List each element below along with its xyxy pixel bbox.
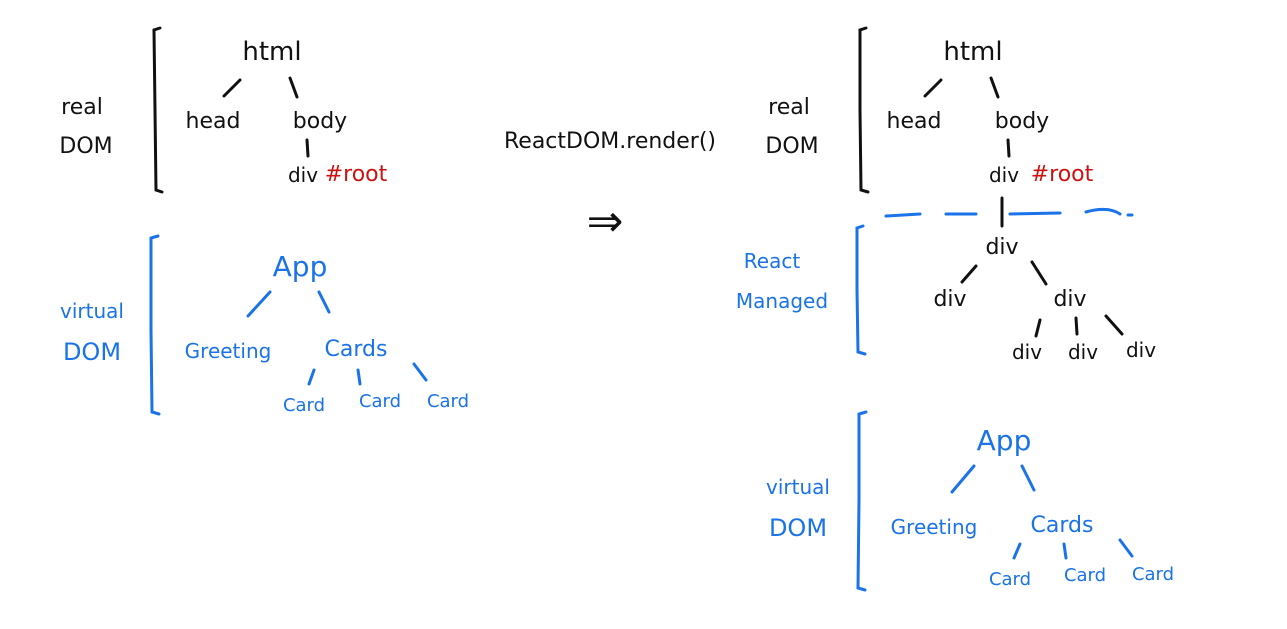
react-managed-label-line2: Managed xyxy=(736,289,828,313)
right-real-edge-html-head xyxy=(923,78,943,98)
right-virtual-cards-node: Cards xyxy=(1031,513,1094,538)
managed-edge-right-c1 xyxy=(1034,318,1042,338)
react-managed-label-line1: React xyxy=(744,249,801,273)
right-virtual-edge-cards-card2 xyxy=(1062,542,1068,560)
left-virtual-edge-cards-card2 xyxy=(356,368,362,386)
right-virtual-card3-node: Card xyxy=(1132,564,1174,585)
left-virtual-card2-node: Card xyxy=(359,391,401,412)
right-real-body-node: body xyxy=(995,109,1049,134)
react-managed-bracket xyxy=(855,224,867,356)
right-virtual-dom-bracket xyxy=(856,410,868,592)
left-real-dom-label-line2: DOM xyxy=(59,134,112,159)
left-virtual-edge-cards-card1 xyxy=(307,368,316,386)
left-virtual-edge-cards-card3 xyxy=(412,362,428,382)
left-virtual-edge-app-cards xyxy=(317,290,331,314)
left-real-edge-body-div xyxy=(305,138,310,158)
left-real-div-node: div xyxy=(288,163,318,187)
left-virtual-app-node: App xyxy=(273,250,328,283)
right-real-head-node: head xyxy=(887,109,942,134)
left-real-root-id: #root xyxy=(325,162,388,187)
right-real-dom: real DOM html head body div #root xyxy=(765,26,1094,194)
left-real-body-node: body xyxy=(293,109,347,134)
left-virtual-card3-node: Card xyxy=(427,391,469,412)
managed-left-div-node: div xyxy=(933,287,966,312)
right-virtual-edge-app-greeting xyxy=(950,464,976,494)
right-real-edge-body-div xyxy=(1006,138,1011,158)
right-virtual-dom: virtual DOM App Greeting Cards Card Card… xyxy=(766,410,1174,592)
left-real-dom-bracket xyxy=(152,26,164,194)
left-virtual-dom: virtual DOM App Greeting Cards Card Card… xyxy=(60,234,469,416)
managed-child-div-1-node: div xyxy=(1012,340,1042,364)
left-real-edge-html-body xyxy=(288,76,299,99)
managed-edge-top-right xyxy=(1030,260,1048,286)
managed-edge-top-left xyxy=(960,264,978,284)
right-real-edge-html-body xyxy=(989,76,1000,99)
left-virtual-dom-label-line2: DOM xyxy=(63,338,121,366)
right-virtual-dom-label-line1: virtual xyxy=(766,475,830,499)
transition-arrow-icon: ⇒ xyxy=(587,196,624,247)
left-virtual-greeting-node: Greeting xyxy=(185,339,272,363)
right-real-dom-label-line1: real xyxy=(768,95,810,120)
managed-top-div-node: div xyxy=(985,235,1018,260)
right-virtual-edge-cards-card1 xyxy=(1012,542,1022,560)
right-real-div-node: div xyxy=(989,163,1019,187)
right-real-html-node: html xyxy=(943,37,1002,67)
managed-edge-right-c3 xyxy=(1104,314,1124,336)
right-virtual-card1-node: Card xyxy=(989,569,1031,590)
managed-right-div-node: div xyxy=(1053,287,1086,312)
left-virtual-dom-bracket xyxy=(149,234,161,416)
left-real-edge-html-head xyxy=(222,78,242,98)
left-real-head-node: head xyxy=(186,109,241,134)
root-boundary-dashed-line xyxy=(884,207,1134,218)
right-real-dom-label-line2: DOM xyxy=(765,134,818,159)
render-call-label: ReactDOM.render() xyxy=(504,129,716,154)
right-virtual-card2-node: Card xyxy=(1064,565,1106,586)
middle-transition: ReactDOM.render() ⇒ xyxy=(504,129,716,247)
right-virtual-dom-label-line2: DOM xyxy=(769,514,827,542)
right-virtual-edge-app-cards xyxy=(1020,464,1036,492)
left-real-dom: real DOM html head body div #root xyxy=(59,26,388,194)
left-real-html-node: html xyxy=(242,37,301,67)
right-virtual-greeting-node: Greeting xyxy=(891,515,978,539)
right-real-root-id: #root xyxy=(1031,162,1094,187)
left-virtual-cards-node: Cards xyxy=(325,337,388,362)
right-virtual-edge-cards-card3 xyxy=(1118,538,1134,558)
left-virtual-dom-label-line1: virtual xyxy=(60,299,124,323)
managed-child-div-3-node: div xyxy=(1126,338,1156,362)
right-virtual-app-node: App xyxy=(977,424,1032,457)
right-react-managed: React Managed div div div div div div xyxy=(736,224,1156,364)
left-real-dom-label-line1: real xyxy=(61,95,103,120)
right-real-dom-bracket xyxy=(858,26,870,194)
managed-child-div-2-node: div xyxy=(1068,340,1098,364)
left-virtual-edge-app-greeting xyxy=(246,290,272,318)
left-virtual-card1-node: Card xyxy=(283,395,325,416)
managed-edge-right-c2 xyxy=(1074,316,1079,336)
